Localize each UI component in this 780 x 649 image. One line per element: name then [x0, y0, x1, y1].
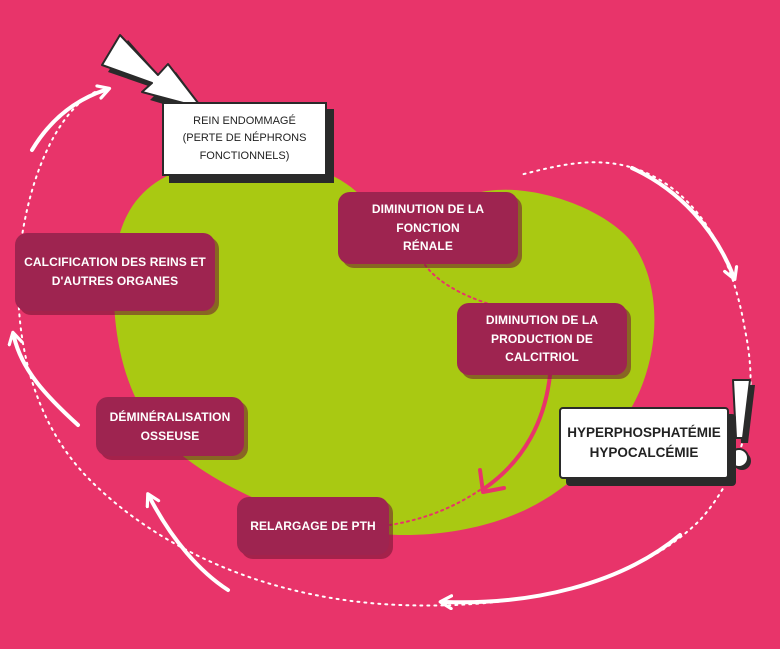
arrow-top-left: [30, 84, 112, 152]
arrow-left: [7, 330, 80, 427]
start-node-line2: (PERTE DE NÉPHRONS: [182, 132, 307, 145]
inner-connector-2: [389, 489, 481, 526]
inner-arrow-pth: [483, 373, 552, 490]
start-node-damaged-kidney: REIN ENDOMMAGÉ (PERTE DE NÉPHRONS FONCTI…: [162, 102, 327, 176]
arrow-top-right: [630, 166, 739, 282]
start-node-line3: FONCTIONNELS): [199, 149, 290, 162]
step-calcitriol-decrease: DIMINUTION DE LA PRODUCTION DE CALCITRIO…: [457, 303, 627, 375]
step-4-line2: OSSEUSE: [140, 428, 200, 443]
alert-line1: HYPERPHOSPHATÉMIE: [567, 424, 721, 440]
kidney-shape: [113, 159, 655, 536]
step-5-line1: CALCIFICATION DES REINS ET: [24, 255, 206, 270]
pointer-arrow-icon: [101, 34, 210, 118]
alert-line2: HYPOCALCÉMIE: [589, 445, 699, 460]
step-3-line1: RELARGAGE DE PTH: [250, 518, 376, 533]
step-1-line2: RÉNALE: [403, 239, 453, 254]
step-bone-demineralisation: DÉMINÉRALISATION OSSEUSE: [96, 397, 244, 456]
step-1-line1: DIMINUTION DE LA FONCTION: [371, 202, 485, 235]
step-2-line1: DIMINUTION DE LA: [485, 313, 599, 328]
start-node-line1: REIN ENDOMMAGÉ: [193, 114, 296, 127]
step-renal-function-decrease: DIMINUTION DE LA FONCTION RÉNALE: [338, 192, 518, 264]
arrow-bottom-right: [438, 533, 682, 611]
exclamation-icon: [729, 379, 755, 470]
step-pth-release: RELARGAGE DE PTH: [237, 497, 389, 555]
step-organ-calcification: CALCIFICATION DES REINS ET D'AUTRES ORGA…: [15, 233, 215, 311]
step-2-line2: PRODUCTION DE CALCITRIOL: [491, 331, 593, 365]
step-5-line2: D'AUTRES ORGANES: [51, 274, 179, 288]
alert-hyperphosphatemia-hypocalcemia: HYPERPHOSPHATÉMIE HYPOCALCÉMIE: [559, 407, 729, 479]
arrow-bottom-left: [145, 492, 230, 592]
step-4-line1: DÉMINÉRALISATION: [109, 409, 231, 424]
inner-arrowhead: [478, 468, 506, 494]
